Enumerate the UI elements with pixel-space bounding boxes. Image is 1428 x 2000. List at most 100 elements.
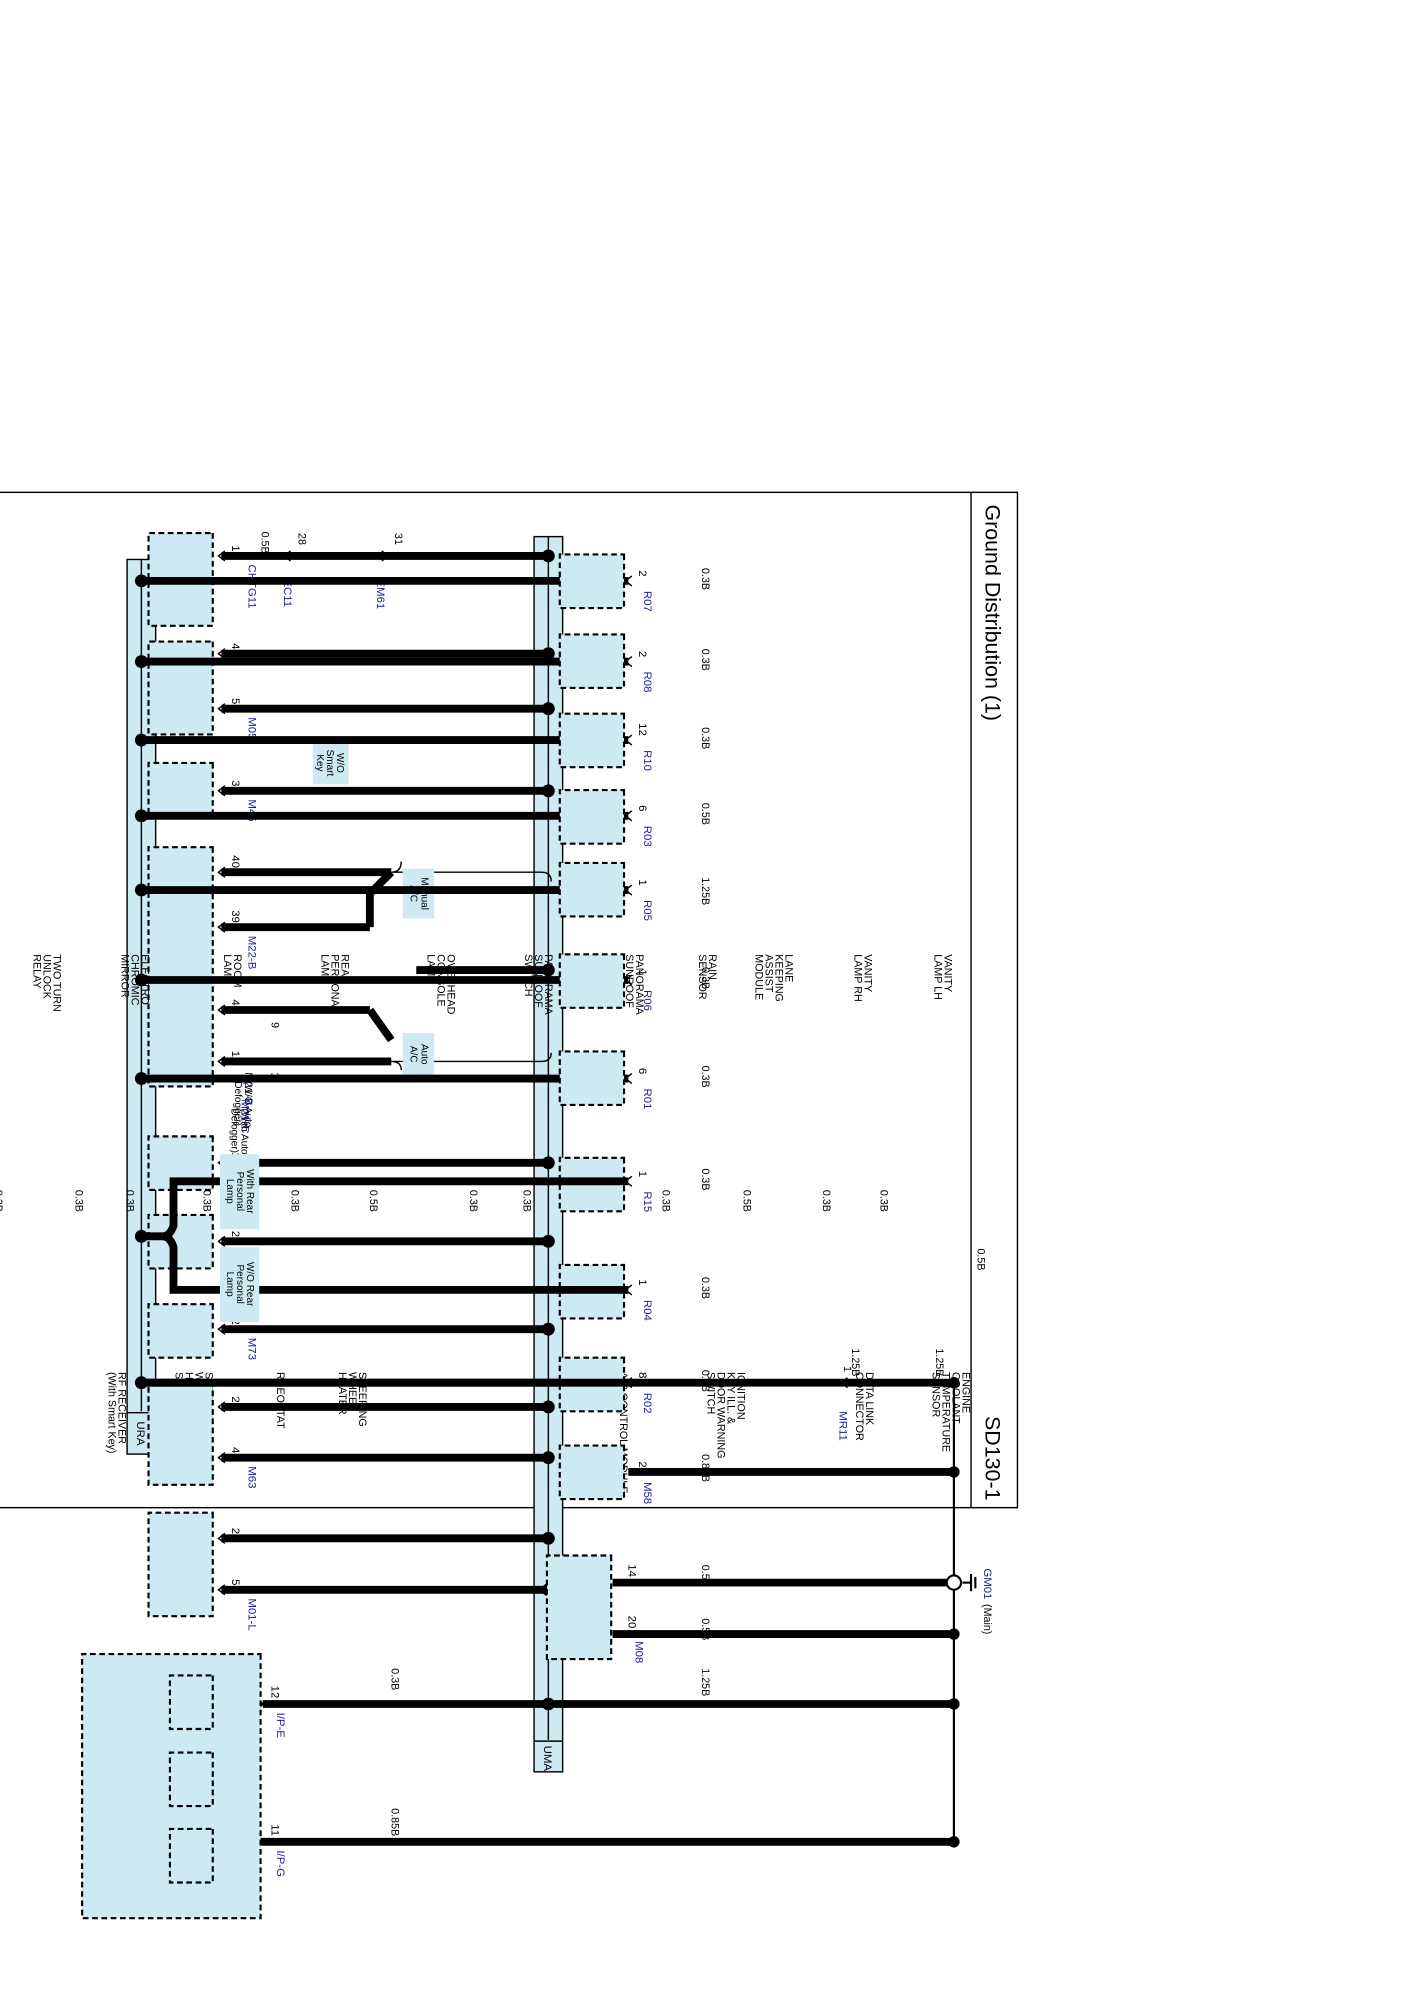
w-dlc5-terminal <box>217 703 226 715</box>
w-lka-splice-dot <box>134 733 148 747</box>
ignition-switch-label: KEY ILL. & <box>725 1372 737 1424</box>
cluster-ground-dot <box>948 1628 960 1640</box>
ground-note: (Main) <box>981 1604 993 1634</box>
door-lock-relay-box <box>168 1827 214 1884</box>
w-ac1-gauge: 0.3B <box>467 1190 479 1212</box>
w-rheo-terminal <box>217 1235 226 1247</box>
instrument-cluster-box <box>545 1554 613 1661</box>
w-vlh-gauge: 0.3B <box>699 568 711 590</box>
mr11-pin: 1 <box>841 1366 853 1372</box>
ignition-switch-label: DOOR WARNING <box>715 1372 727 1458</box>
rear-lamp-splice-dot <box>134 1229 148 1243</box>
w-pss-label: SWITCH <box>522 954 534 996</box>
w-dlc5-splice-dot <box>541 702 555 716</box>
em61-chevron <box>375 550 384 562</box>
w-vrh-label: VANITY <box>862 954 874 992</box>
w-rheo-pin: 2 <box>229 1231 241 1237</box>
w-swh-splice-dot <box>541 1156 555 1170</box>
w-dlc4-pin: 4 <box>229 643 241 650</box>
door-unlock-relay-box <box>168 1751 214 1808</box>
w-rf2-terminal <box>217 1401 226 1413</box>
w-vrh-splice-dot <box>134 655 148 668</box>
ac-control-module-box <box>147 846 214 1088</box>
w-mf5-pin: 5 <box>229 1579 241 1585</box>
w-lka-label: MODULE <box>752 954 764 1000</box>
room-lamp-branch <box>162 1232 328 1294</box>
w-ocl-label: OVERHEAD <box>445 954 457 1014</box>
w-rpl-label: LAMP <box>318 954 330 983</box>
w-rheo-gauge: 0.3B <box>288 1190 300 1212</box>
w-psr-pin: 1 <box>636 879 648 885</box>
em61-gauge-left: 0.5B <box>258 532 270 554</box>
w-lka-gauge: 0.3B <box>699 727 711 749</box>
ac-connector-m21b-note: (W/O Auto <box>242 1081 253 1127</box>
ips-gauge-left: 1.25B <box>699 1668 711 1696</box>
w-ect-connector: CHTG11 <box>245 564 257 608</box>
w-mf5-terminal <box>217 1584 226 1596</box>
w-rf4-pin: 4 <box>229 1447 241 1454</box>
w-dlc4-splice-dot <box>541 647 555 661</box>
w-psr-gauge: 1.25B <box>699 877 711 905</box>
w-ign-pin: 3 <box>229 780 241 786</box>
ips-ground-dot <box>948 1698 960 1710</box>
w-ecm-label: CHROMIC <box>128 954 140 1005</box>
data-link-connector-label: CONNECTOR <box>853 1372 865 1441</box>
w-lka-pin: 12 <box>636 723 648 736</box>
ac-connector-m21c: M21-C <box>238 1099 250 1133</box>
uma-label: UMA <box>541 1746 553 1772</box>
w-vlh-label: VANITY <box>942 954 954 992</box>
w-pss-connector: R06 <box>641 990 653 1011</box>
cluster-pin-14: 14 <box>625 1564 637 1577</box>
ura-label: URA <box>134 1421 146 1445</box>
steering-wheel-heater-label: HEATER <box>336 1372 348 1415</box>
auto-ac-tag <box>402 1032 435 1076</box>
w-vlh-splice-dot <box>134 574 148 588</box>
w-rf4-terminal <box>217 1452 226 1464</box>
door-lock-pin: 11 <box>268 1824 280 1836</box>
w-psr-label: SUNROOF <box>623 954 635 1008</box>
w-lka-connector: R10 <box>641 750 653 771</box>
w-room-pin: 1 <box>636 1279 648 1285</box>
w-ign-gauge: 0.5B <box>740 1190 752 1212</box>
w-vlh-box <box>558 553 626 610</box>
w-ect-gauge: 0.5B <box>974 1248 986 1270</box>
ac-connector-m21c-note: Defogger) <box>228 1109 239 1153</box>
w-vrh-pin: 2 <box>636 651 648 657</box>
w-swhs-gauge: 0.3B <box>200 1190 212 1212</box>
cluster-connector: M08 <box>632 1641 644 1663</box>
w-mf2-terminal <box>217 1532 226 1544</box>
w-room-connector: R04 <box>641 1300 653 1322</box>
ec11-chevron <box>283 550 292 562</box>
two-turn-pin: 2 <box>636 1461 648 1467</box>
w-ac4-gauge: 0.3B <box>520 1190 532 1212</box>
w-rf4-connector: M63 <box>245 1466 257 1488</box>
page-code: SD130-1 <box>980 1416 1004 1501</box>
cluster-gauge-14: 0.5B <box>699 1565 711 1587</box>
w-dlc4-terminal <box>217 648 226 660</box>
w-vrh-label: LAMP RH <box>852 954 864 1001</box>
w-vlh-pin: 2 <box>636 570 648 576</box>
w-psr-terminal <box>624 884 633 896</box>
manual-brace <box>391 861 552 882</box>
data-link-connector-label: DATA LINK <box>863 1372 875 1426</box>
ect-sensor-label: SENSOR <box>929 1372 941 1417</box>
w-mf5-connector: M01-L <box>245 1598 257 1630</box>
em61-pin: 31 <box>392 533 404 545</box>
w-swhs-terminal <box>217 1323 226 1335</box>
w-ecm-pin: 8 <box>636 1372 648 1378</box>
cluster-pin-20: 20 <box>625 1616 637 1629</box>
w-pss-pin: 1 <box>636 969 648 975</box>
w-rain-connector: R03 <box>641 826 653 847</box>
wo-rear-lamp-label: W/O Rear <box>244 1262 255 1307</box>
w-dlc5-connector: M05 <box>245 717 257 739</box>
mr11-gauge-left: 1.25B <box>933 1348 945 1376</box>
w-psr-box <box>558 861 626 918</box>
ips-gnd-box <box>168 1674 214 1731</box>
w-room-label: ROOM <box>231 954 243 987</box>
auto-ac-label: A/C <box>408 1046 419 1063</box>
w-rf2-splice-dot <box>541 1400 555 1414</box>
steering-heater-switch-box <box>147 1303 214 1359</box>
w-rain-pin: 6 <box>636 805 648 811</box>
w-ocl-label: LAMP <box>425 954 437 983</box>
